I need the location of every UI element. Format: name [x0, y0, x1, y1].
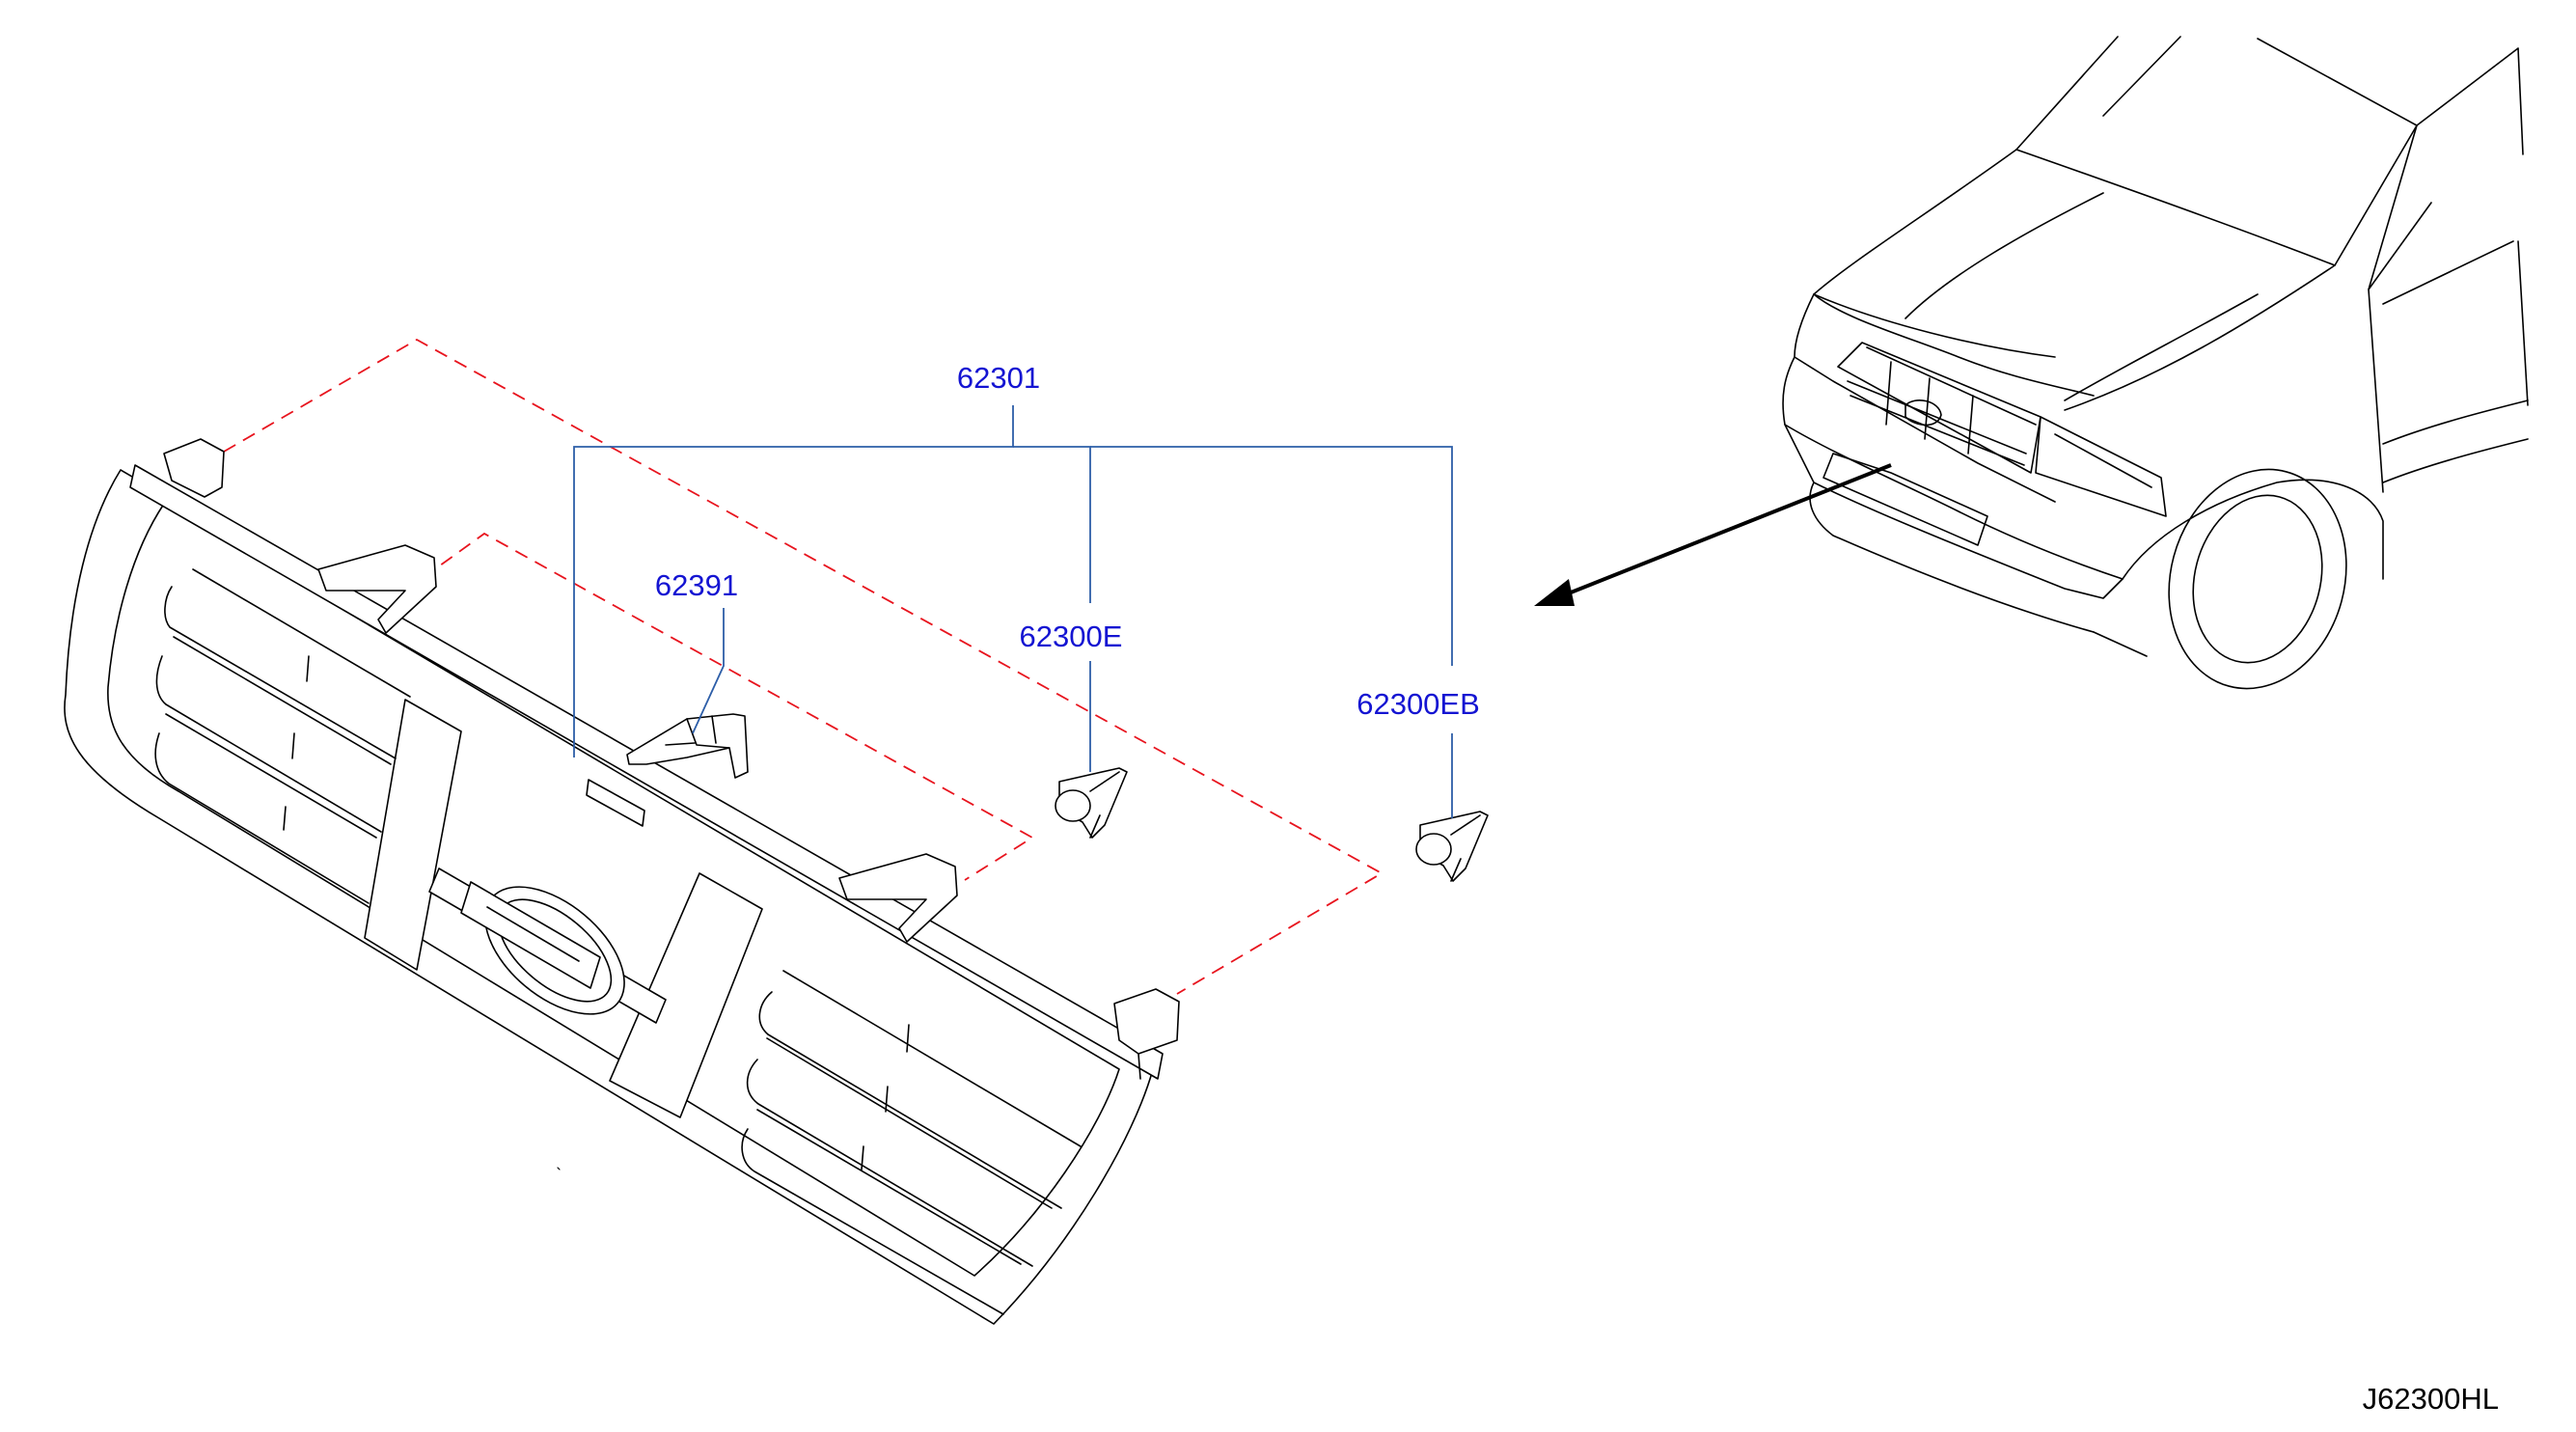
bracket-drawing: [626, 713, 749, 779]
phantom-lines: [223, 338, 1384, 995]
grille-speck: [557, 1167, 561, 1170]
grille-louvers-right: [741, 970, 1082, 1315]
phantom-line-lower: [404, 532, 1034, 881]
grille-inner-frame: [107, 503, 1120, 1277]
grille-emblem: [428, 867, 667, 1024]
grille-center-bar-left: [364, 699, 462, 971]
grille-louvers-left: [154, 568, 411, 904]
grille-mounting-tabs: [163, 438, 1180, 1080]
grille-outer-frame: [64, 469, 1154, 1325]
leader-62301-bracket: [573, 405, 1014, 757]
front-grille-drawing: [64, 438, 1180, 1325]
vehicle-locator-drawing: [1782, 36, 2529, 690]
leader-62301-clip-eb: [1090, 446, 1453, 666]
leader-62301-clip-e: [1013, 446, 1091, 603]
callout-62391: 62391: [655, 568, 738, 602]
phantom-line-upper: [223, 338, 1384, 995]
callout-62300eb: 62300EB: [1357, 687, 1480, 721]
callout-62301: 62301: [957, 361, 1040, 395]
leader-lines: [573, 405, 1453, 818]
clip-e-drawing: [1055, 767, 1128, 839]
diagram-id: J62300HL: [2363, 1382, 2499, 1416]
callout-62300e: 62300E: [1020, 620, 1123, 653]
clip-eb-drawing: [1415, 811, 1489, 882]
location-arrow: [1534, 463, 1892, 606]
leader-62391: [692, 608, 725, 734]
